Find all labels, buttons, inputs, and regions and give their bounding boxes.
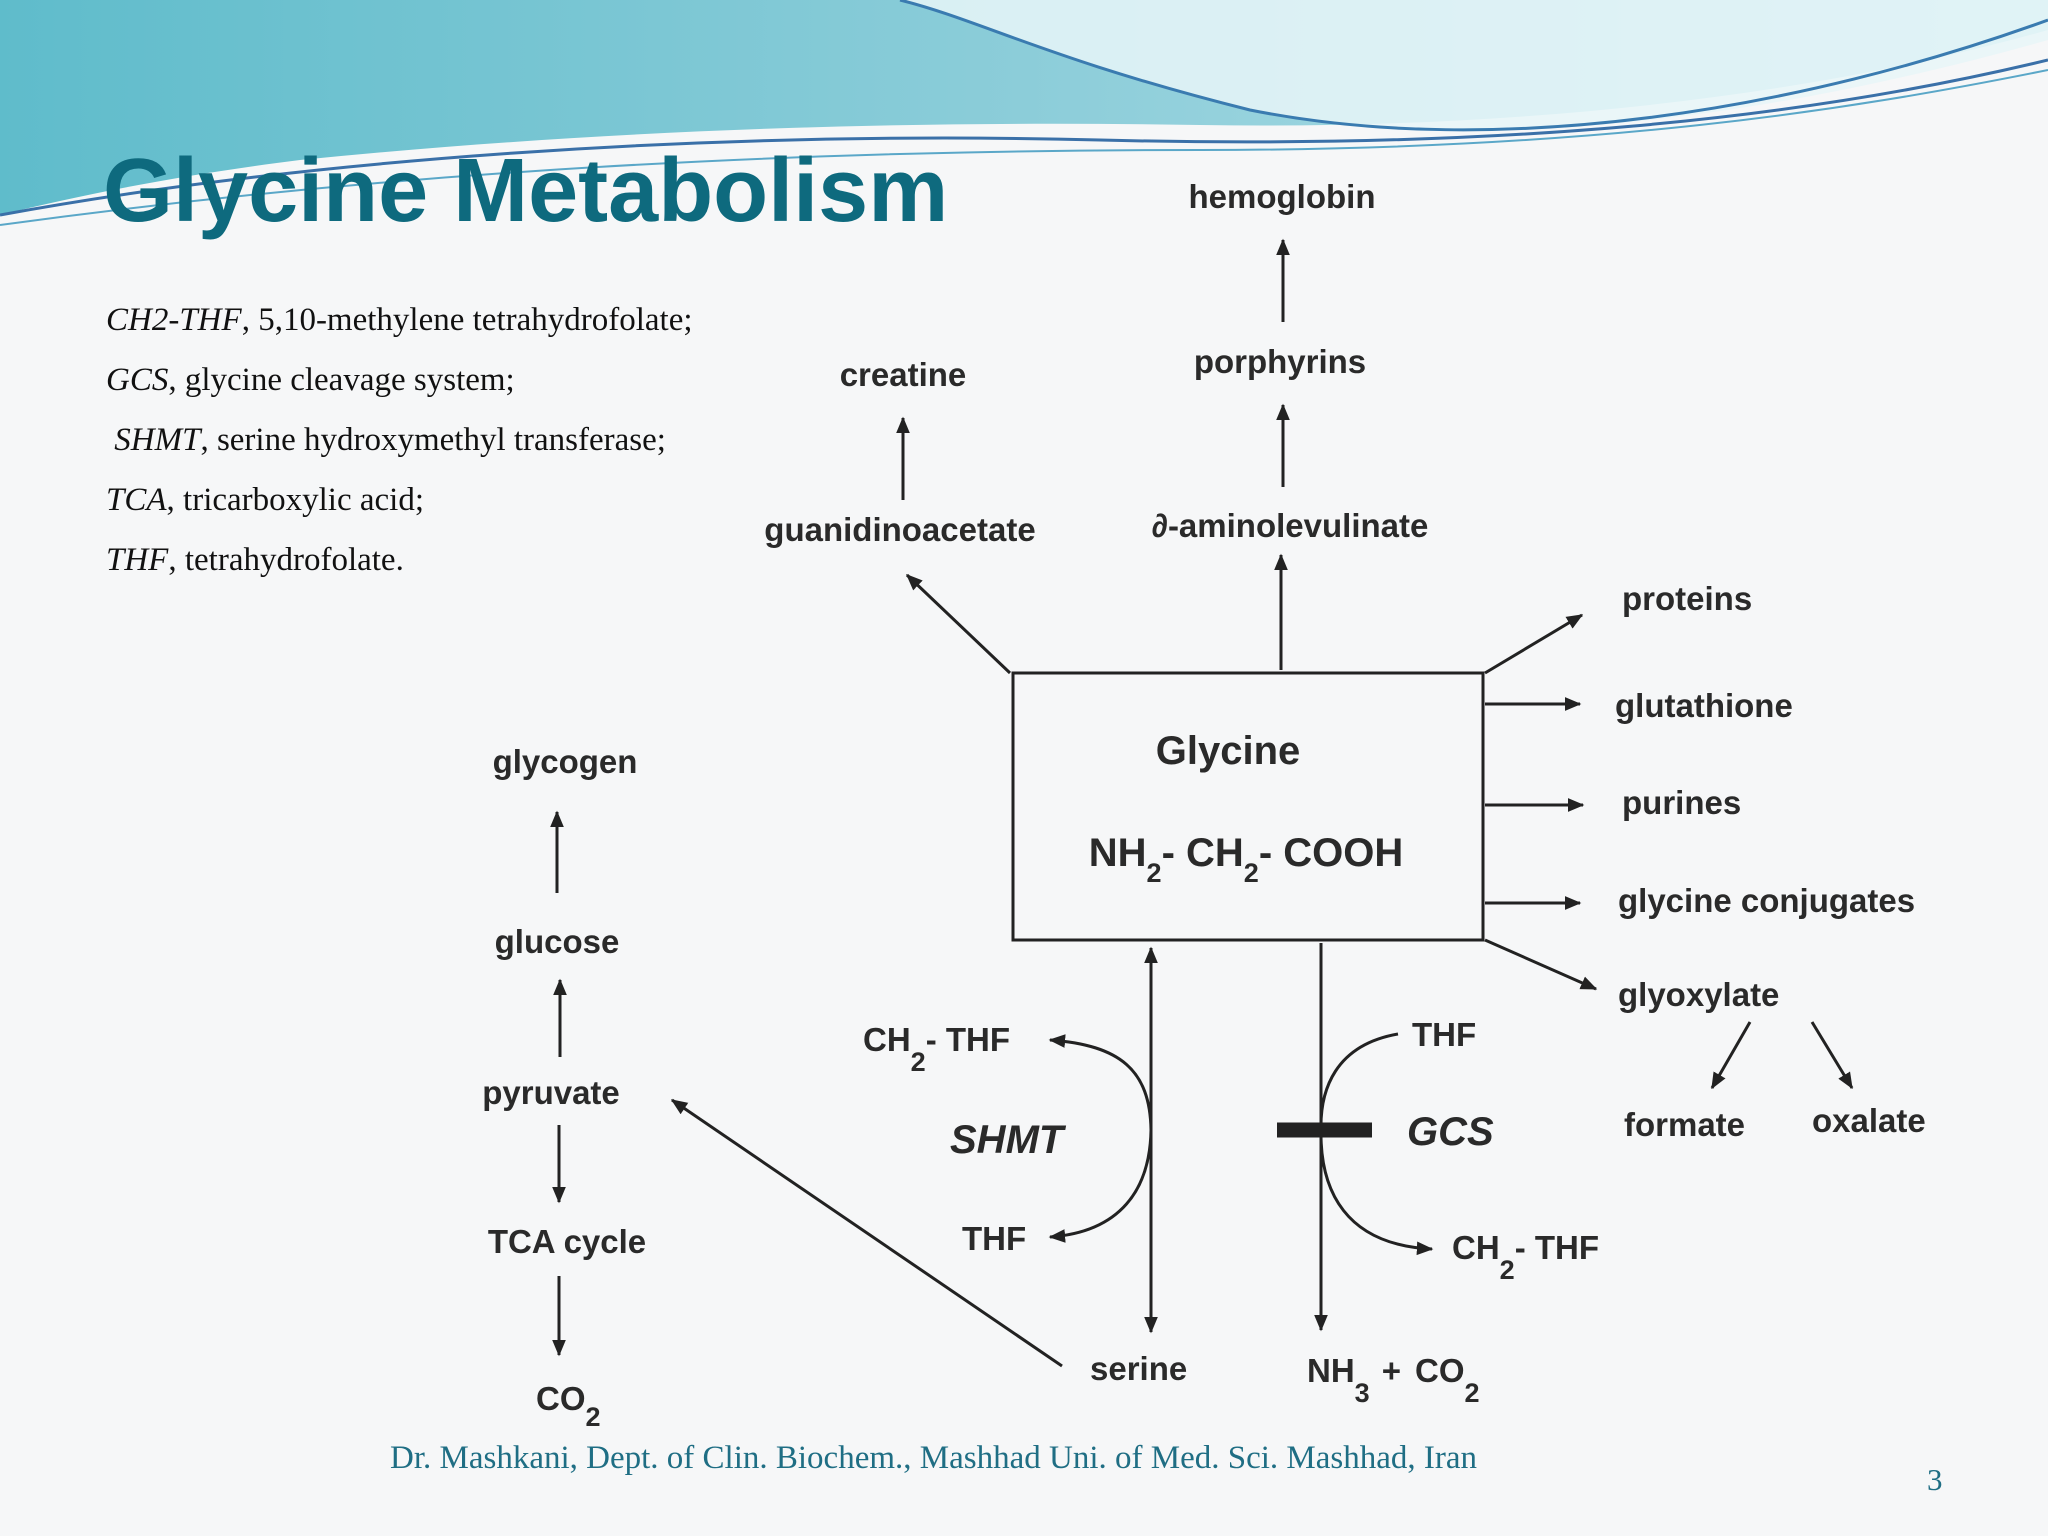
header-wave-banner (0, 0, 2048, 226)
legend-item: CH2-THF, 5,10-methylene tetrahydrofolate… (106, 300, 796, 340)
legend-item: TCA, tricarboxylic acid; (106, 480, 796, 520)
porphyrins-label: porphyrins (1194, 343, 1366, 380)
ch2-thf-bottom-label: CH2- THF (1452, 1229, 1599, 1285)
thf-left-label: THF (962, 1220, 1026, 1257)
glyoxylate-label: glyoxylate (1618, 976, 1779, 1013)
legend-item: THF, tetrahydrofolate. (106, 540, 796, 580)
aminolevulinate-label: ∂-aminolevulinate (1152, 507, 1429, 544)
legend-item: SHMT, serine hydroxymethyl transferase; (106, 420, 796, 460)
purines-label: purines (1622, 784, 1741, 821)
arrow-glycine-guanidinoacetate (905, 573, 1012, 675)
arrow-serine-pyruvate (670, 1098, 1063, 1368)
legend-text: , serine hydroxymethyl transferase; (200, 422, 666, 458)
legend-text: , tetrahydrofolate. (168, 542, 404, 578)
abbreviation-legend: CH2-THF, 5,10-methylene tetrahydrofolate… (106, 300, 796, 600)
shmt-enzyme-label: SHMT (950, 1118, 1067, 1162)
legend-text: , glycine cleavage system; (168, 362, 515, 398)
footer-credit: Dr. Mashkani, Dept. of Clin. Biochem., M… (390, 1440, 1478, 1476)
guanidinoacetate-label: guanidinoacetate (764, 511, 1035, 548)
formate-label: formate (1624, 1106, 1745, 1143)
legend-text: , tricarboxylic acid; (166, 482, 425, 518)
serine-label: serine (1090, 1350, 1187, 1387)
legend-abbr: SHMT (114, 422, 201, 458)
legend-item: GCS, glycine cleavage system; (106, 360, 796, 400)
ch2-thf-top-label: CH2- THF (863, 1021, 1010, 1077)
pyruvate-label: pyruvate (482, 1074, 620, 1111)
glycine-box (1011, 671, 1485, 942)
gcs-enzyme-label: GCS (1407, 1110, 1494, 1154)
legend-abbr: THF (106, 542, 169, 578)
oxalate-label: oxalate (1812, 1102, 1926, 1139)
co2-left-label: CO2 (536, 1380, 601, 1432)
shmt-curve-bottom (1048, 1129, 1153, 1243)
glycogen-label: glycogen (493, 743, 638, 780)
legend-text: , 5,10-methylene tetrahydrofolate; (241, 302, 693, 338)
legend-abbr: GCS (106, 362, 169, 398)
glycine-label: Glycine (1156, 729, 1301, 773)
creatine-label: creatine (840, 356, 967, 393)
arrow-glycine-proteins (1484, 613, 1584, 675)
slide-title: Glycine Metabolism (103, 141, 949, 241)
gcs-curve (1319, 1032, 1434, 1256)
tca-cycle-label: TCA cycle (488, 1223, 646, 1260)
legend-abbr: CH2-THF (106, 302, 242, 338)
hemoglobin-label: hemoglobin (1189, 178, 1376, 215)
glutathione-label: glutathione (1615, 687, 1793, 724)
glycine-conjugates-label: glycine conjugates (1618, 882, 1915, 919)
glucose-label: glucose (495, 923, 620, 960)
shmt-curve-top (1048, 1034, 1153, 1131)
page-number: 3 (1927, 1462, 1943, 1497)
glycine-formula: NH2- CH2- COOH (1089, 831, 1404, 888)
proteins-label: proteins (1622, 580, 1752, 617)
arrow-glyoxylate-formate (1710, 1021, 1752, 1090)
thf-right-label: THF (1412, 1016, 1476, 1053)
arrow-glycine-glyoxylate (1484, 938, 1598, 991)
legend-abbr: TCA (106, 482, 167, 518)
arrow-glyoxylate-oxalate (1810, 1021, 1854, 1090)
nh3-co2-label: NH3+CO2 (1307, 1352, 1480, 1408)
